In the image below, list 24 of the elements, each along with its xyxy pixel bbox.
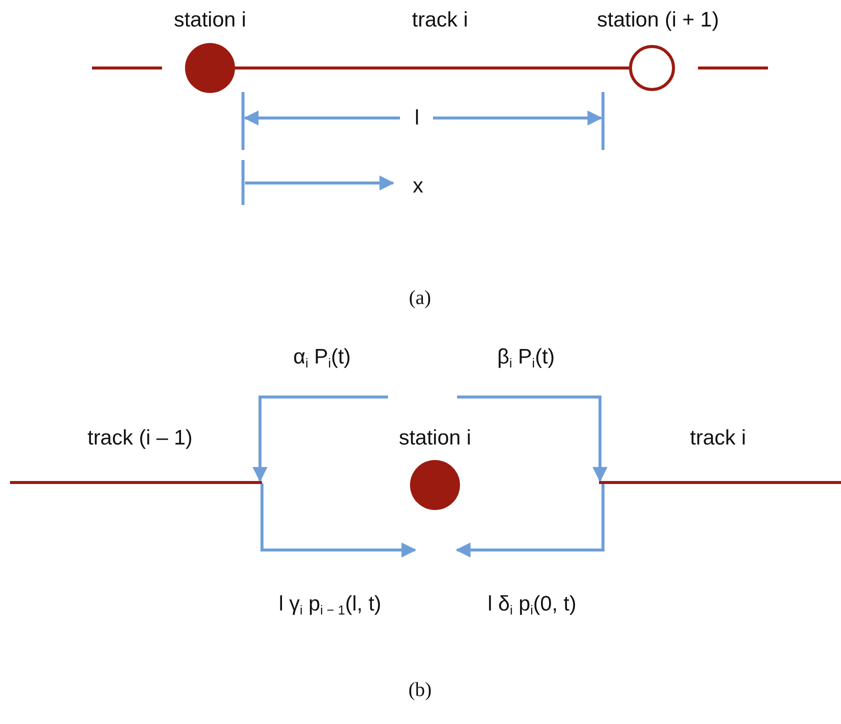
edge-label: l δ$_{i}$ p$_{i}$(0, t) xyxy=(488,592,576,618)
edge-label: l γ$_{i}$ p$_{i − 1}$(l, t) xyxy=(278,592,382,618)
panel-caption: (b) xyxy=(408,679,432,701)
dimension-label: x xyxy=(412,174,424,198)
panel-caption: (a) xyxy=(408,287,432,309)
arrow xyxy=(456,484,604,558)
arrow xyxy=(457,396,608,482)
track-line xyxy=(235,66,629,70)
node-label: station (i + 1) xyxy=(597,8,719,32)
arrow xyxy=(260,484,416,558)
node-label: track i xyxy=(690,426,746,450)
station-circle xyxy=(185,43,235,93)
edge-label: β$_{i}$ P$_{i}$(t) xyxy=(497,345,555,371)
edge-label: α$_{i}$ P$_{i}$(t) xyxy=(293,345,351,371)
node-label: station i xyxy=(174,8,246,32)
track-line xyxy=(599,480,841,484)
edge-label: track i xyxy=(412,8,468,32)
track-line xyxy=(10,480,262,484)
open-station-circle xyxy=(629,45,675,91)
node-label: track (i – 1) xyxy=(87,426,193,450)
station-circle xyxy=(410,460,460,510)
dimension-label: l xyxy=(414,106,420,130)
arrow xyxy=(252,396,388,482)
node-label: station i xyxy=(398,426,472,450)
